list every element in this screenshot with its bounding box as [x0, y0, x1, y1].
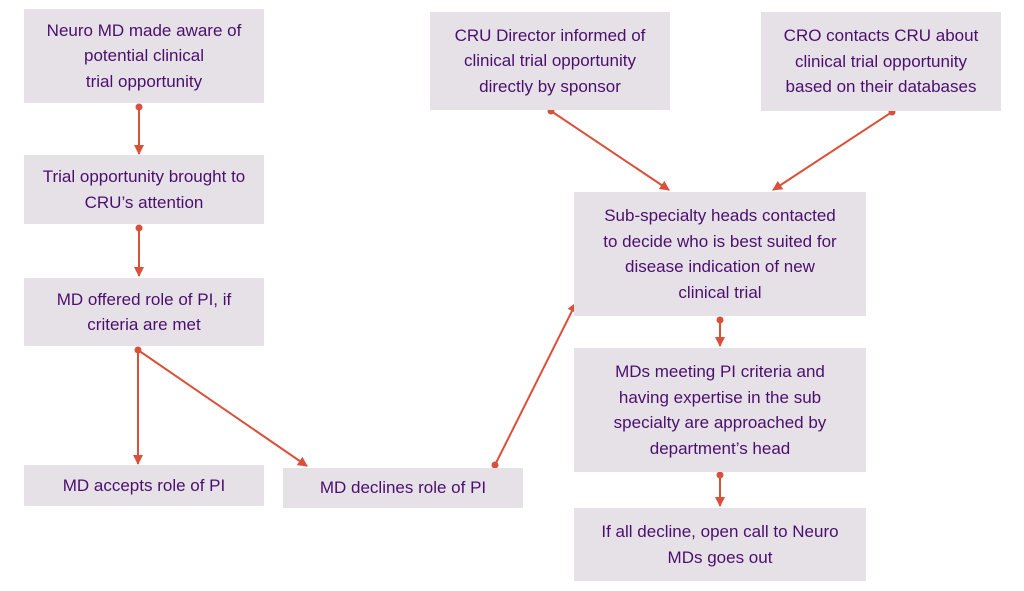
- node-label: MD offered role of PI, if criteria are m…: [56, 289, 232, 335]
- node-cro-contacts-cru: CRO contacts CRU about clinical trial op…: [761, 12, 1001, 111]
- arrow-director-to-subspecialty: [550, 110, 670, 191]
- node-label: MD accepts role of PI: [62, 475, 226, 495]
- arrow-offered-to-declines: [137, 349, 308, 467]
- node-mds-meeting-criteria: MDs meeting PI criteria and having exper…: [574, 348, 866, 472]
- node-md-declines-pi: MD declines role of PI: [283, 468, 523, 508]
- connector-dot: [135, 103, 143, 111]
- node-subspecialty-heads: Sub-specialty heads contacted to decide …: [574, 192, 866, 316]
- connector-dot: [135, 224, 143, 232]
- node-label: Trial opportunity brought to CRU’s atten…: [42, 167, 246, 212]
- connector-dot: [716, 316, 724, 324]
- connector-dot: [716, 471, 724, 479]
- connector-dot: [491, 461, 499, 469]
- node-neuro-md-aware: Neuro MD made aware of potential clinica…: [24, 9, 264, 103]
- node-label: MD declines role of PI: [319, 478, 487, 498]
- node-label: CRO contacts CRU about clinical trial op…: [783, 26, 979, 97]
- node-label: Neuro MD made aware of potential clinica…: [46, 20, 242, 91]
- node-trial-to-cru: Trial opportunity brought to CRU’s atten…: [24, 155, 264, 224]
- node-label: Sub-specialty heads contacted to decide …: [603, 206, 837, 302]
- node-label: CRU Director informed of clinical trial …: [454, 25, 646, 96]
- node-label: MDs meeting PI criteria and having exper…: [613, 362, 827, 458]
- node-open-call: If all decline, open call to Neuro MDs g…: [574, 508, 866, 581]
- node-md-accepts-pi: MD accepts role of PI: [24, 465, 264, 506]
- node-label: If all decline, open call to Neuro MDs g…: [601, 522, 839, 567]
- connector-dot: [134, 346, 142, 354]
- arrow-cro-to-subspecialty: [772, 111, 893, 191]
- arrow-declines-to-subspecialty: [494, 302, 577, 466]
- node-md-offered-pi: MD offered role of PI, if criteria are m…: [24, 278, 264, 346]
- node-cru-director-informed: CRU Director informed of clinical trial …: [430, 12, 670, 110]
